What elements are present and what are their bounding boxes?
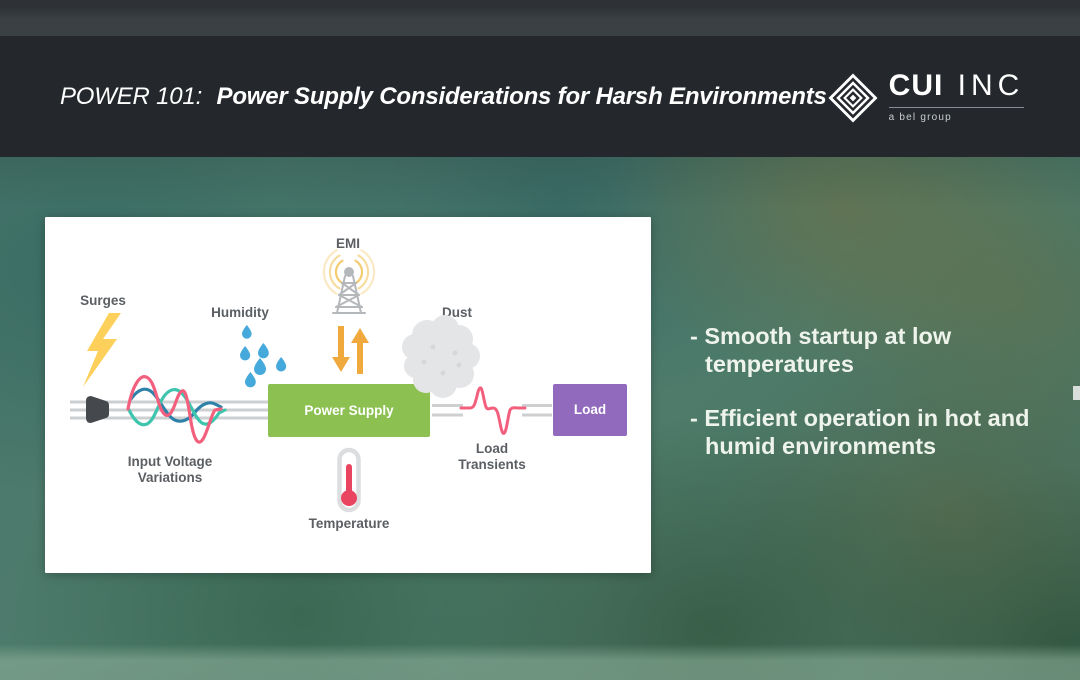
title-prefix: POWER 101:: [60, 82, 203, 110]
rain-drops-icon: [240, 325, 287, 388]
bullet-item-1: - Smooth startup at low temperatures: [690, 322, 1080, 378]
bullet-1-line-2: temperatures: [705, 351, 854, 377]
load-transients-label-line2: Transients: [458, 457, 526, 472]
surges-label: Surges: [80, 293, 126, 308]
emi-label: EMI: [336, 236, 360, 251]
bullet-item-2: - Efficient operation in hot and humid e…: [690, 404, 1080, 460]
logo-text: CUI INC a bel group: [888, 68, 1025, 123]
emi-waves-icon: [322, 249, 376, 295]
input-voltage-label-line2: Variations: [138, 470, 203, 485]
thermometer-icon: [337, 447, 361, 513]
slide-header: POWER 101: Power Supply Considerations f…: [0, 36, 1080, 157]
edge-artifact: [1073, 386, 1080, 400]
bullet-list: - Smooth startup at low temperatures - E…: [690, 322, 1080, 486]
load-transient-waveform: [459, 386, 527, 435]
lightning-bolt-icon: [83, 313, 121, 387]
power-supply-label: Power Supply: [304, 403, 394, 418]
slide-title: POWER 101: Power Supply Considerations f…: [0, 83, 827, 111]
power-diagram: Surges Input Voltage Variations Humidity: [70, 236, 627, 531]
emi-arrows-icon: [332, 326, 369, 374]
logo-name: CUI INC: [888, 68, 1025, 102]
bullet-2-line-1: - Efficient operation in hot and: [690, 405, 1030, 431]
load-label: Load: [574, 402, 606, 417]
window-top-strip: [0, 0, 1080, 36]
bullet-1-line-1: - Smooth startup at low: [690, 323, 952, 349]
bullet-2-line-2: humid environments: [705, 433, 937, 459]
logo-brand-text: CUI: [888, 68, 944, 102]
cui-diamond-logo-icon: [828, 72, 878, 123]
temperature-label: Temperature: [309, 516, 390, 531]
title-main: Power Supply Considerations for Harsh En…: [216, 82, 827, 110]
cui-logo: CUI INC a bel group: [827, 68, 1080, 123]
power-supply-box: [268, 384, 430, 437]
voltage-waveform: [126, 375, 227, 444]
dust-cloud-icon: [402, 315, 480, 398]
plug-icon: [86, 396, 109, 423]
input-voltage-label-line1: Input Voltage: [128, 454, 213, 469]
humidity-label: Humidity: [211, 305, 269, 320]
output-wires: [432, 404, 552, 417]
logo-tagline: a bel group: [888, 106, 1025, 123]
logo-suffix-text: INC: [957, 68, 1025, 102]
load-box: [553, 384, 627, 436]
radio-tower-icon: [332, 267, 366, 314]
background-bottom-band: [0, 644, 1080, 680]
load-transients-label-line1: Load: [476, 441, 508, 456]
diagram-card: Surges Input Voltage Variations Humidity: [45, 217, 651, 573]
input-wires: [70, 400, 268, 420]
